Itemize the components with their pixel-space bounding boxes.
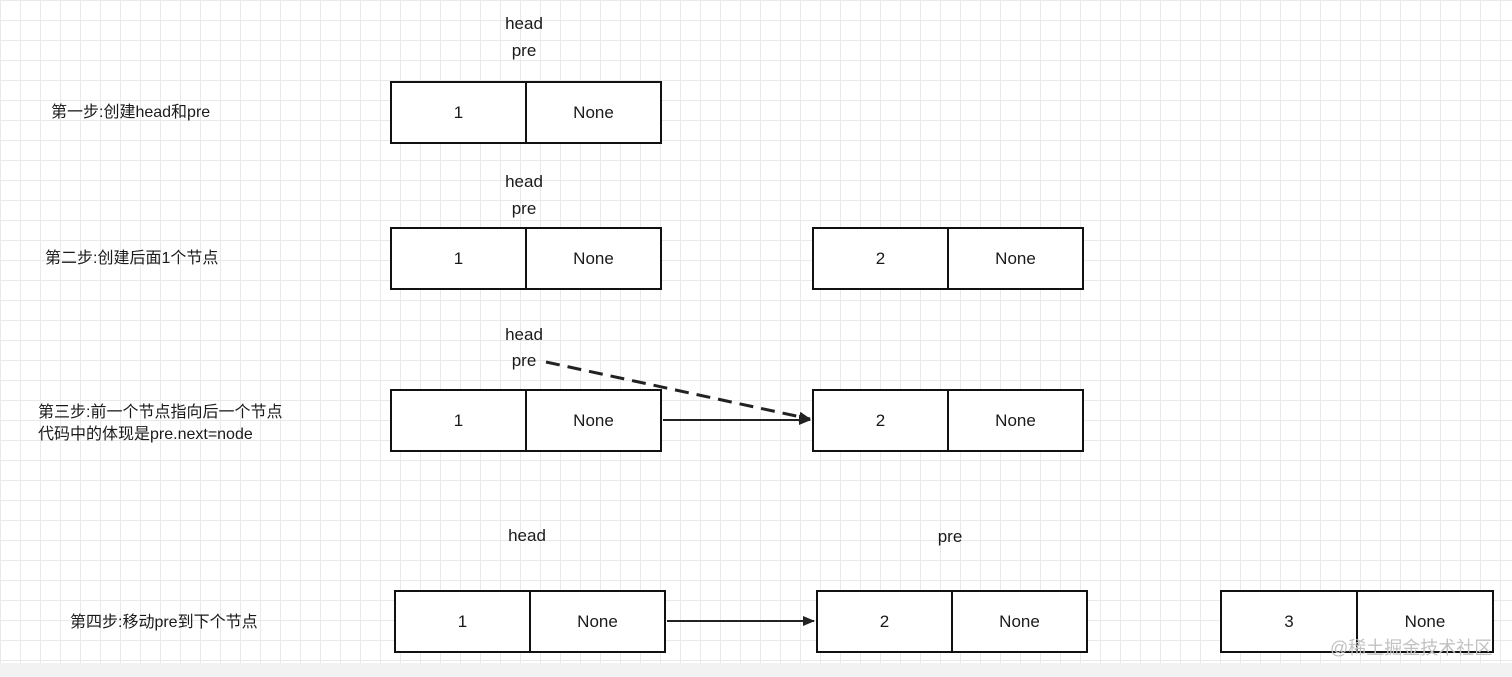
node-value: 1 [392,83,527,142]
node-value: 2 [814,229,949,288]
node-next: None [995,248,1036,268]
node-next: None [1404,611,1446,631]
step3-label-line2: 代码中的体现是pre.next=node [38,426,253,443]
node-next: None [999,611,1040,631]
node-next: None [573,102,614,122]
node-value: 1 [392,229,527,288]
step1-label: 第一步:创建head和pre [51,104,211,121]
node-value: 2 [814,391,949,450]
step3-pre-pointer: pre [511,351,537,370]
node-next: None [995,410,1036,430]
step4-node-1: 1 None [394,590,666,653]
bottom-strip [0,663,1512,677]
step3-node-2: 2 None [812,389,1084,452]
step2-head-pointer: head [505,172,543,191]
step3-node-1: 1 None [390,389,662,452]
step2-node-1: 1 None [390,227,662,290]
step3-head-pointer: head [505,325,543,344]
step2-node-2: 2 None [812,227,1084,290]
step4-node-2: 2 None [816,590,1088,653]
watermark: @稀土掘金技术社区 [1330,638,1493,658]
node-value: 3 [1222,592,1358,651]
step2-label: 第二步:创建后面1个节点 [45,250,219,267]
step4-node-3: 3 None [1220,590,1494,653]
node-value: 2 [818,592,953,651]
node-value: 1 [396,592,531,651]
step1-head-pointer: head [505,14,543,33]
node-next: None [573,410,614,430]
step3-label-line1: 第三步:前一个节点指向后一个节点 [38,404,283,421]
step4-pre-pointer: pre [937,527,963,546]
step2-pre-pointer: pre [511,199,537,218]
step1-node-1: 1 None [390,81,662,144]
node-next: None [573,248,614,268]
step4-head-pointer: head [508,526,546,545]
step3-label: 第三步:前一个节点指向后一个节点 代码中的体现是pre.next=node [38,402,282,446]
step3-pre-dashed-arrow [545,360,811,422]
node-value: 1 [392,391,527,450]
step1-pre-pointer: pre [511,41,537,60]
step4-label: 第四步:移动pre到下个节点 [70,614,258,631]
node-next: None [577,611,618,631]
